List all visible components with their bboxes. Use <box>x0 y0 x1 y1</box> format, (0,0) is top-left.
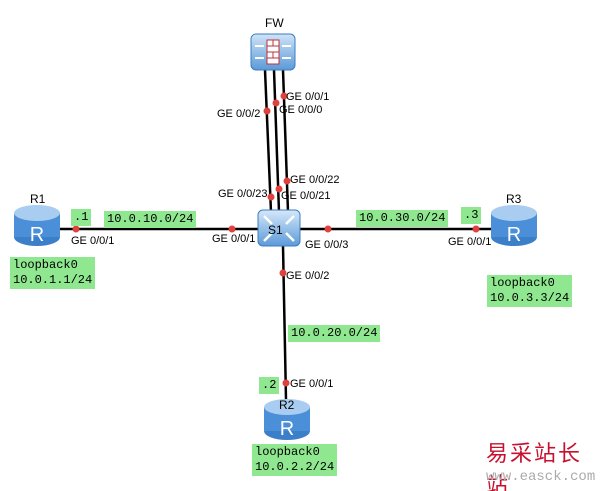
switch-icon[interactable] <box>256 208 302 248</box>
watermark-cn: 易采站长站 <box>486 442 583 491</box>
r2-label: R2 <box>279 398 295 412</box>
if-fw-g2: GE 0/0/2 <box>217 108 261 120</box>
if-r2-g1: GE 0/0/1 <box>290 378 334 390</box>
port-dot <box>228 225 236 233</box>
if-r1-g1: GE 0/0/1 <box>71 235 115 247</box>
port-dot <box>275 185 283 193</box>
router-r3-icon[interactable]: R <box>489 203 539 247</box>
subnet-r1-s1: 10.0.10.0/24 <box>104 211 197 228</box>
r2-host-id: .2 <box>259 377 280 394</box>
r1-label: R1 <box>30 192 46 206</box>
if-fw-g0: GE 0/0/0 <box>279 104 323 116</box>
if-s1-g22: GE 0/0/22 <box>290 174 340 186</box>
svg-text:R: R <box>30 224 44 246</box>
port-dot <box>283 177 291 185</box>
if-r3-g1: GE 0/0/1 <box>448 236 492 248</box>
fw-label: FW <box>265 16 284 30</box>
loopback-name: loopback0 <box>490 276 555 290</box>
port-dot <box>279 269 287 277</box>
svg-text:R: R <box>280 418 294 440</box>
subnet-s1-r2: 10.0.20.0/24 <box>288 325 381 342</box>
s1-label: S1 <box>268 223 283 237</box>
if-s1-g21: GE 0/0/21 <box>281 190 331 202</box>
if-fw-g1: GE 0/0/1 <box>286 91 330 103</box>
loopback-name: loopback0 <box>255 445 320 459</box>
loopback-ip: 10.0.1.1/24 <box>13 273 93 287</box>
link-fw-s1-1 <box>263 69 273 213</box>
port-dot <box>267 193 275 201</box>
subnet-s1-r3: 10.0.30.0/24 <box>356 210 449 227</box>
router-r1-icon[interactable]: R <box>12 203 62 247</box>
port-dot <box>472 225 480 233</box>
r1-host-id: .1 <box>71 209 92 226</box>
port-dot <box>280 92 288 100</box>
if-s1-g3: GE 0/0/3 <box>305 239 349 251</box>
if-s1-g23: GE 0/0/23 <box>218 188 268 200</box>
port-dot <box>263 107 271 115</box>
port-dot <box>324 225 332 233</box>
port-dot <box>72 225 80 233</box>
watermark-url: www.easck.com <box>486 469 596 485</box>
svg-text:R: R <box>507 224 521 246</box>
r3-host-id: .3 <box>461 207 482 224</box>
firewall-icon[interactable] <box>249 32 297 72</box>
loopback-name: loopback0 <box>13 258 78 272</box>
r3-label: R3 <box>506 192 522 206</box>
loopback-ip: 10.0.3.3/24 <box>490 291 570 305</box>
router-r2-icon[interactable]: R <box>262 397 312 441</box>
port-dot <box>282 379 290 387</box>
if-s1-g1: GE 0/0/1 <box>212 233 256 245</box>
port-dot <box>272 99 280 107</box>
if-s1-g2: GE 0/0/2 <box>286 270 330 282</box>
loopback-ip: 10.0.2.2/24 <box>255 460 335 474</box>
